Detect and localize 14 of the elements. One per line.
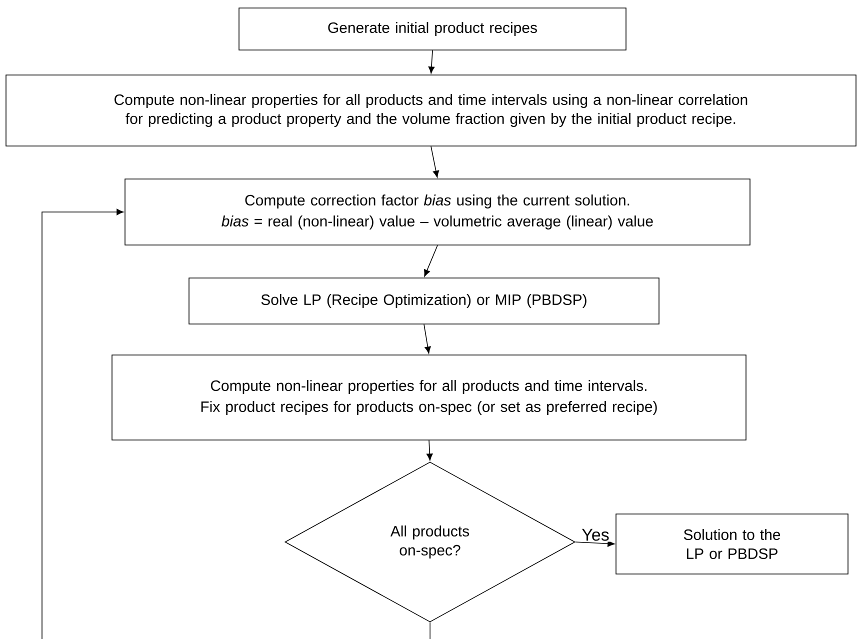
process-box: Generate initial product recipes <box>238 8 626 50</box>
arrow <box>42 208 124 639</box>
edge-label: Yes <box>582 528 609 541</box>
arrow <box>424 245 438 277</box>
arrow <box>428 50 435 74</box>
process-box: Compute non-linear properties for all products and time intervals using a non-linear correlation for predicting a product property and the volume fraction given by the initial product recipe. <box>6 74 856 146</box>
process-box: Compute non-linear properties for all products and time intervals. Fix product recipes for products on-spec (or set as preferred recipe) <box>112 354 746 440</box>
process-box: Solve LP (Recipe Optimization) or MIP (PBDSP) <box>188 278 660 324</box>
arrow <box>430 146 440 178</box>
arrow <box>426 440 433 461</box>
process-box: Solution to the LP or PBDSP <box>616 514 848 574</box>
arrow <box>575 540 615 547</box>
arrow <box>424 324 431 354</box>
process-box: Compute correction factor bias using the current solution. bias = real (non-linear) value – volumetric average (linear) value <box>124 178 750 246</box>
